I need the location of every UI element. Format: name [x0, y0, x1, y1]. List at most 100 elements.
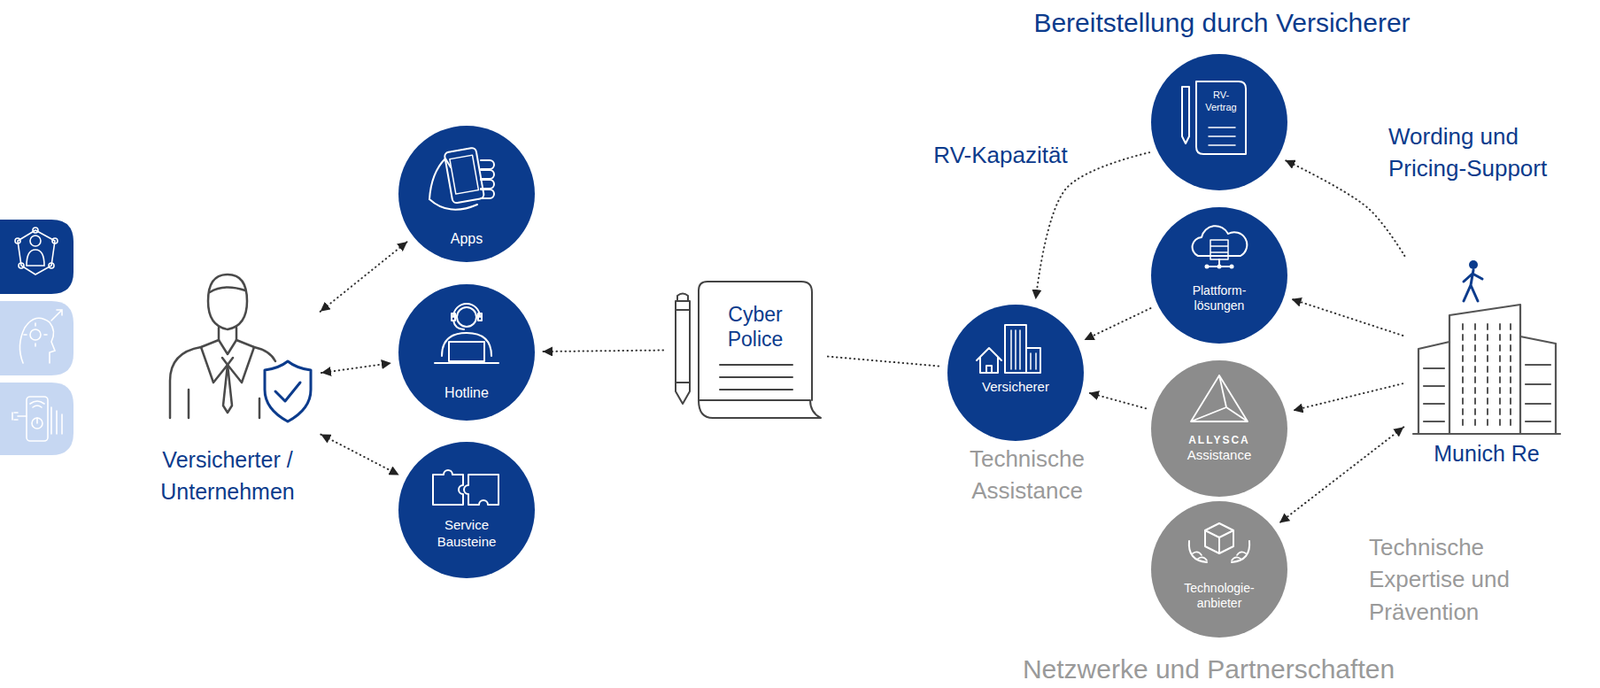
node-text: Plattform- lösungen: [1170, 283, 1268, 315]
icon-stroke: [188, 389, 260, 418]
illustration-part: [15, 238, 21, 244]
node-icon: [429, 146, 495, 209]
icon-stroke: [453, 320, 464, 330]
text-group: RV- Vertrag: [1200, 89, 1242, 115]
illustration-part: [48, 262, 55, 269]
dotted-connector: [1089, 393, 1146, 410]
icon-stroke: [1205, 523, 1234, 554]
circle-shape: [398, 284, 535, 421]
icon-stroke: [1418, 341, 1450, 434]
node-outline: [1151, 54, 1288, 191]
circle-shape: [1151, 54, 1288, 191]
text-group: Plattform- lösungen: [1170, 283, 1268, 315]
text-group: ALLYSCAAssistance: [1166, 433, 1273, 464]
icon-stroke: [1208, 127, 1236, 146]
figure-node: Versicherter / Unternehmen: [139, 265, 317, 507]
icon-stroke: [449, 154, 480, 194]
icon-stroke: [976, 347, 1002, 373]
node-icon: [432, 470, 499, 505]
service-circle: Apps: [398, 125, 535, 263]
node-text: Versicherer: [962, 378, 1069, 396]
icon-stroke: [218, 327, 237, 341]
phone-icon: [444, 146, 486, 203]
icon-stroke: [1196, 81, 1246, 155]
node-icon: [1189, 523, 1250, 563]
figure-node: Munich Re: [1407, 256, 1566, 470]
illustration-part: [12, 407, 62, 434]
icon-stroke: [463, 474, 499, 505]
icon-stroke: [1192, 225, 1248, 256]
circle-shape: [398, 125, 535, 263]
icon-stroke: [1192, 551, 1246, 561]
icon-stroke: [444, 146, 486, 203]
illustration-part: [51, 309, 62, 321]
sidebar-icon: [12, 396, 62, 441]
icon-stroke: [1004, 324, 1027, 373]
node-text: Munich Re: [1407, 440, 1566, 467]
icon-stroke: [448, 341, 485, 362]
node-icon: [675, 281, 821, 418]
icon-stroke: [432, 470, 464, 505]
diagram-label: Wording und Pricing-Support: [1388, 120, 1588, 186]
dotted-connector: [1035, 152, 1150, 300]
dotted-connector: [1084, 308, 1152, 341]
node-icon: [1413, 260, 1561, 434]
service-circle: Hotline: [398, 284, 535, 421]
icon-stroke: [1413, 432, 1561, 435]
icon-stroke: [264, 361, 311, 422]
circle-shape: [398, 441, 535, 579]
dotted-connector: [320, 241, 408, 312]
illustration-part: [23, 323, 47, 347]
icon-stroke: [677, 293, 688, 302]
icon-stroke: [1026, 347, 1041, 373]
icon-stroke: [1189, 541, 1250, 563]
text-group: Apps: [417, 230, 516, 248]
circle-shape: [1151, 207, 1288, 344]
node-text: RV- Vertrag: [1200, 89, 1242, 115]
dotted-connector: [827, 356, 940, 367]
dotted-connector: [1284, 160, 1405, 256]
icon-stroke: [170, 340, 276, 418]
illustration-part: [19, 317, 55, 364]
service-circle: Technologie- anbieter: [1151, 501, 1288, 638]
icon-stroke: [1486, 324, 1489, 429]
icon-dot: [1217, 264, 1222, 270]
diagram-label: Technische Assistance: [951, 442, 1103, 508]
illustration-part: [52, 238, 58, 244]
icon-stroke: [480, 189, 495, 199]
dotted-connector: [542, 350, 664, 353]
icon-stroke: [698, 400, 821, 418]
circle-shape: [947, 304, 1084, 441]
dotted-connector: [1279, 426, 1404, 523]
node-text: Cyber Police: [711, 302, 800, 352]
illustration-part: [30, 329, 41, 341]
illustration-part: [30, 401, 45, 408]
icon-stroke: [1474, 324, 1477, 429]
node-outline: [947, 304, 1084, 441]
illustration-part: [17, 230, 55, 275]
sidebar-tabs: [0, 219, 74, 456]
sidebar-icon: [15, 227, 58, 275]
sidebar-tab: [0, 301, 74, 376]
sidebar-icon: [19, 309, 62, 364]
node-text: Versicherter / Unternehmen: [139, 443, 317, 509]
text-group: Versicherer: [962, 378, 1069, 396]
icon-stroke: [698, 281, 812, 401]
icon-stroke: [1449, 304, 1521, 434]
sidebar-tab: [0, 382, 74, 456]
text-group: Versicherter / Unternehmen: [139, 443, 317, 509]
icon-stroke: [1461, 324, 1464, 429]
icon-stroke: [429, 199, 478, 210]
icon-stroke: [209, 286, 246, 293]
icon-stroke: [1463, 270, 1483, 302]
node-text: Hotline: [417, 384, 516, 402]
icon-stroke: [1210, 239, 1229, 260]
icon-stroke: [675, 301, 690, 404]
circle-shape: [1151, 360, 1288, 497]
icon-stroke: [480, 160, 495, 170]
node-outline: [1407, 256, 1566, 470]
